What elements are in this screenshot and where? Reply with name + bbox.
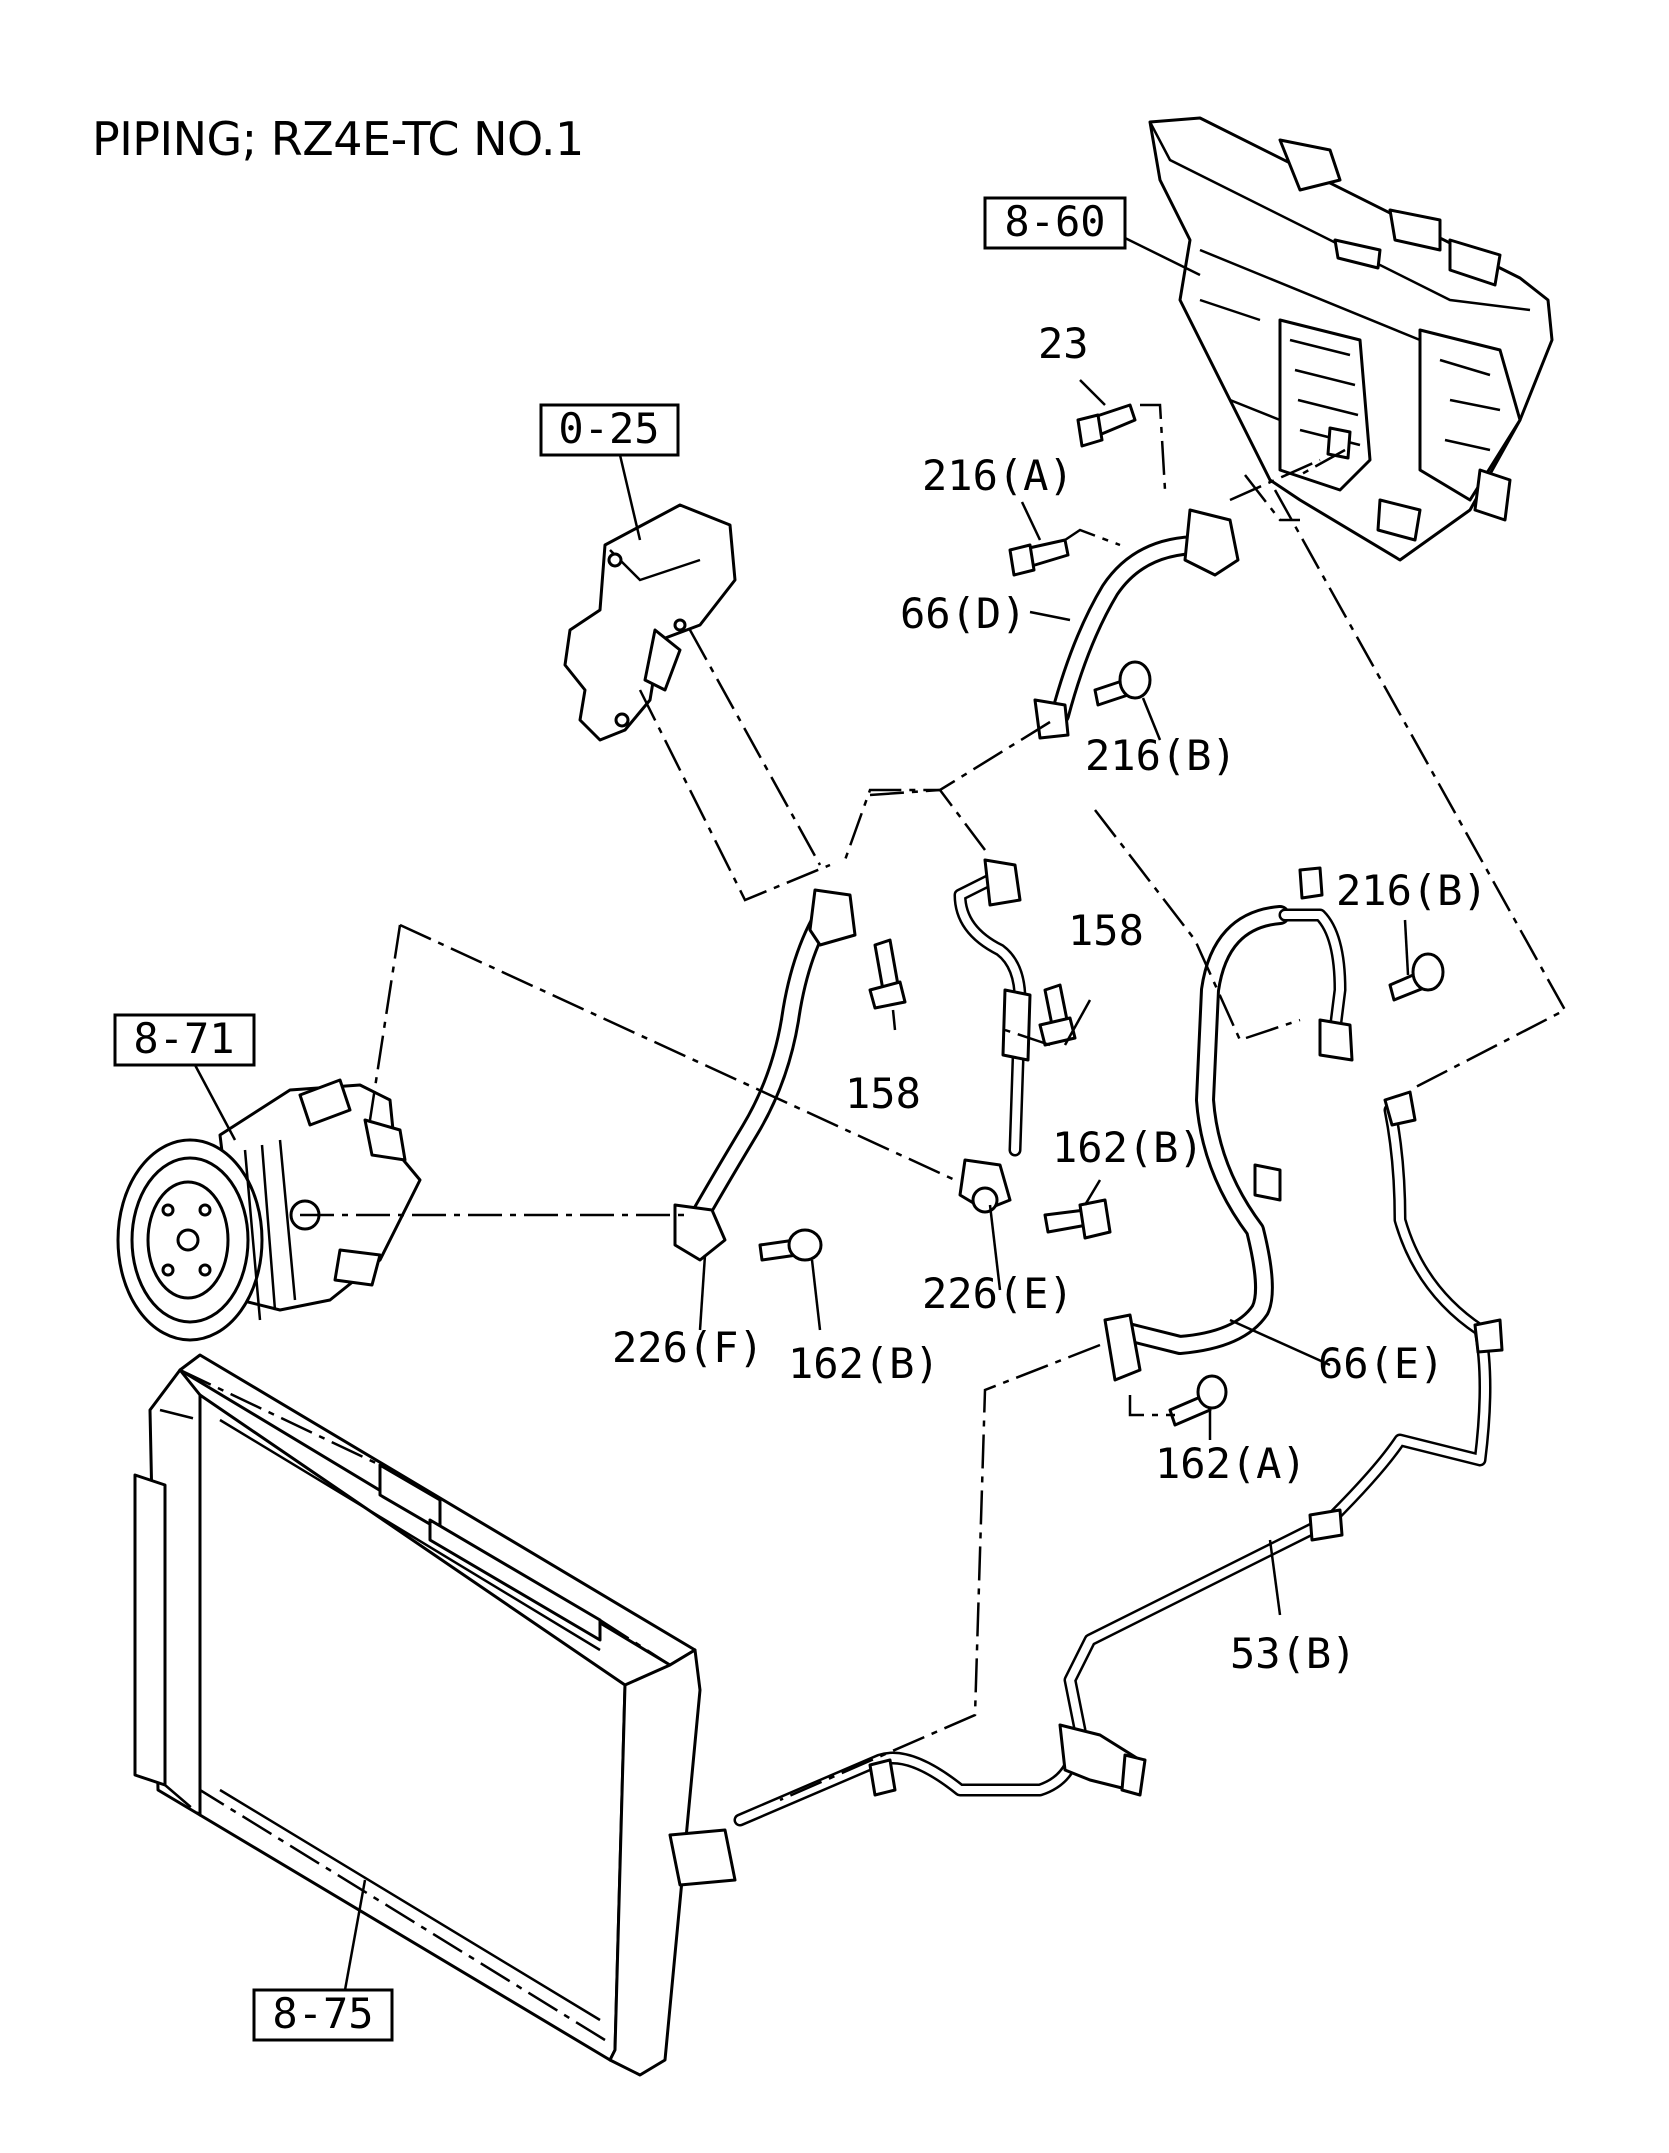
label-162b-lower: 162(B)	[788, 1339, 940, 1388]
label-216a: 216(A)	[922, 451, 1074, 500]
bolt-216a	[1008, 538, 1070, 577]
bolt-162a	[1168, 1374, 1228, 1427]
callout-8-75-text: 8-75	[272, 1989, 373, 2038]
label-53b: 53(B)	[1230, 1629, 1356, 1678]
bolt-23	[1076, 403, 1137, 448]
pipe-66d	[1033, 508, 1240, 740]
callout-0-25: 0-25	[539, 403, 680, 457]
callout-8-60-text: 8-60	[1004, 197, 1105, 246]
label-226e: 226(E)	[922, 1269, 1074, 1318]
label-216b-upper: 216(B)	[1085, 731, 1237, 780]
label-66e: 66(E)	[1318, 1339, 1444, 1388]
callout-8-71-text: 8-71	[133, 1014, 234, 1063]
pipe-discharge-mid	[953, 858, 1032, 1214]
callout-0-25-text: 0-25	[558, 404, 659, 453]
bolt-162b-lower	[758, 1228, 823, 1262]
diagram-title: PIPING; RZ4E-TC NO.1	[92, 112, 584, 166]
label-216b-right: 216(B)	[1336, 866, 1488, 915]
callout-8-75: 8-75	[252, 1988, 394, 2042]
label-158-left: 158	[845, 1069, 921, 1118]
label-23: 23	[1038, 319, 1089, 368]
leader-lines	[193, 236, 1410, 1991]
hvac-unit	[1148, 116, 1554, 562]
callout-8-60: 8-60	[983, 196, 1127, 250]
compressor	[116, 1078, 422, 1342]
label-66d: 66(D)	[900, 589, 1026, 638]
bolt-216b-right	[1388, 952, 1445, 1002]
bolt-158-left	[868, 938, 907, 1010]
condenser	[133, 1353, 737, 2077]
label-162b-right: 162(B)	[1052, 1123, 1204, 1172]
bolt-158-right	[1038, 983, 1077, 1047]
pipe-liquid	[733, 1723, 1147, 1827]
bolt-162b-right	[1043, 1198, 1112, 1240]
label-226f: 226(F)	[612, 1323, 764, 1372]
bolt-216b-upper	[1093, 660, 1152, 707]
pipe-suction-left	[673, 888, 857, 1262]
reference-lines	[159, 403, 1567, 2042]
callout-8-71: 8-71	[113, 1013, 256, 1067]
label-162a: 162(A)	[1155, 1439, 1307, 1488]
label-158-right: 158	[1068, 906, 1144, 955]
bracket	[563, 503, 737, 742]
part-labels: 23 216(A) 66(D) 216(B) 216(B) 158 158 16…	[612, 319, 1488, 1678]
pipe-53b	[1063, 1090, 1504, 1737]
